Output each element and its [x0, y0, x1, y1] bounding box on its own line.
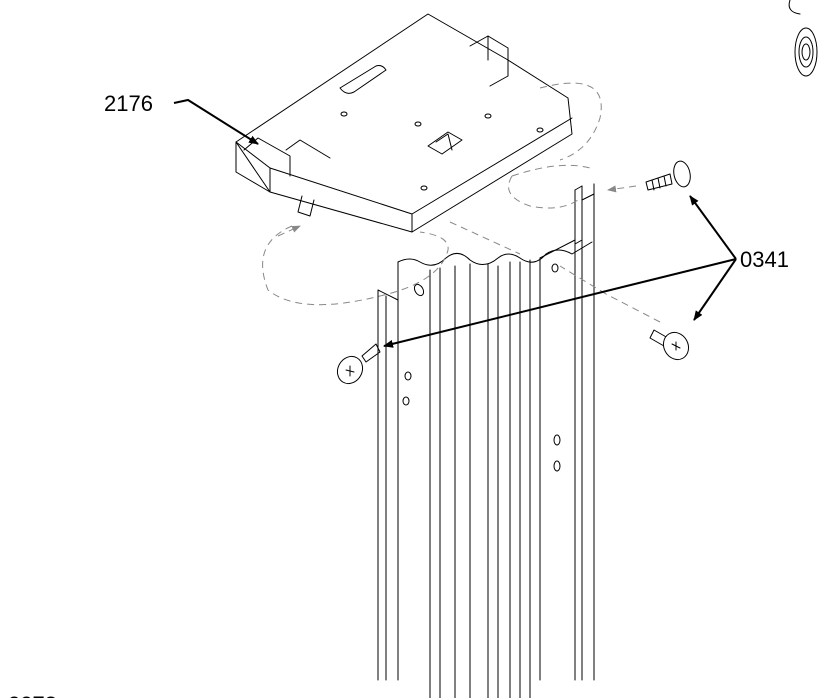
- screw-top-right: [645, 160, 691, 191]
- post-extrusion: [377, 183, 595, 698]
- callout-post: 2278: [8, 692, 57, 698]
- screw-left: [336, 343, 381, 385]
- screw-bottom-right: [649, 329, 690, 361]
- assembly-guides: [262, 82, 661, 323]
- callout-screws: 0341: [740, 247, 789, 272]
- washer-icon: [788, 0, 818, 77]
- top-bracket: [235, 13, 573, 233]
- leader-lines: [173, 98, 737, 348]
- callout-bracket: 2176: [104, 91, 153, 116]
